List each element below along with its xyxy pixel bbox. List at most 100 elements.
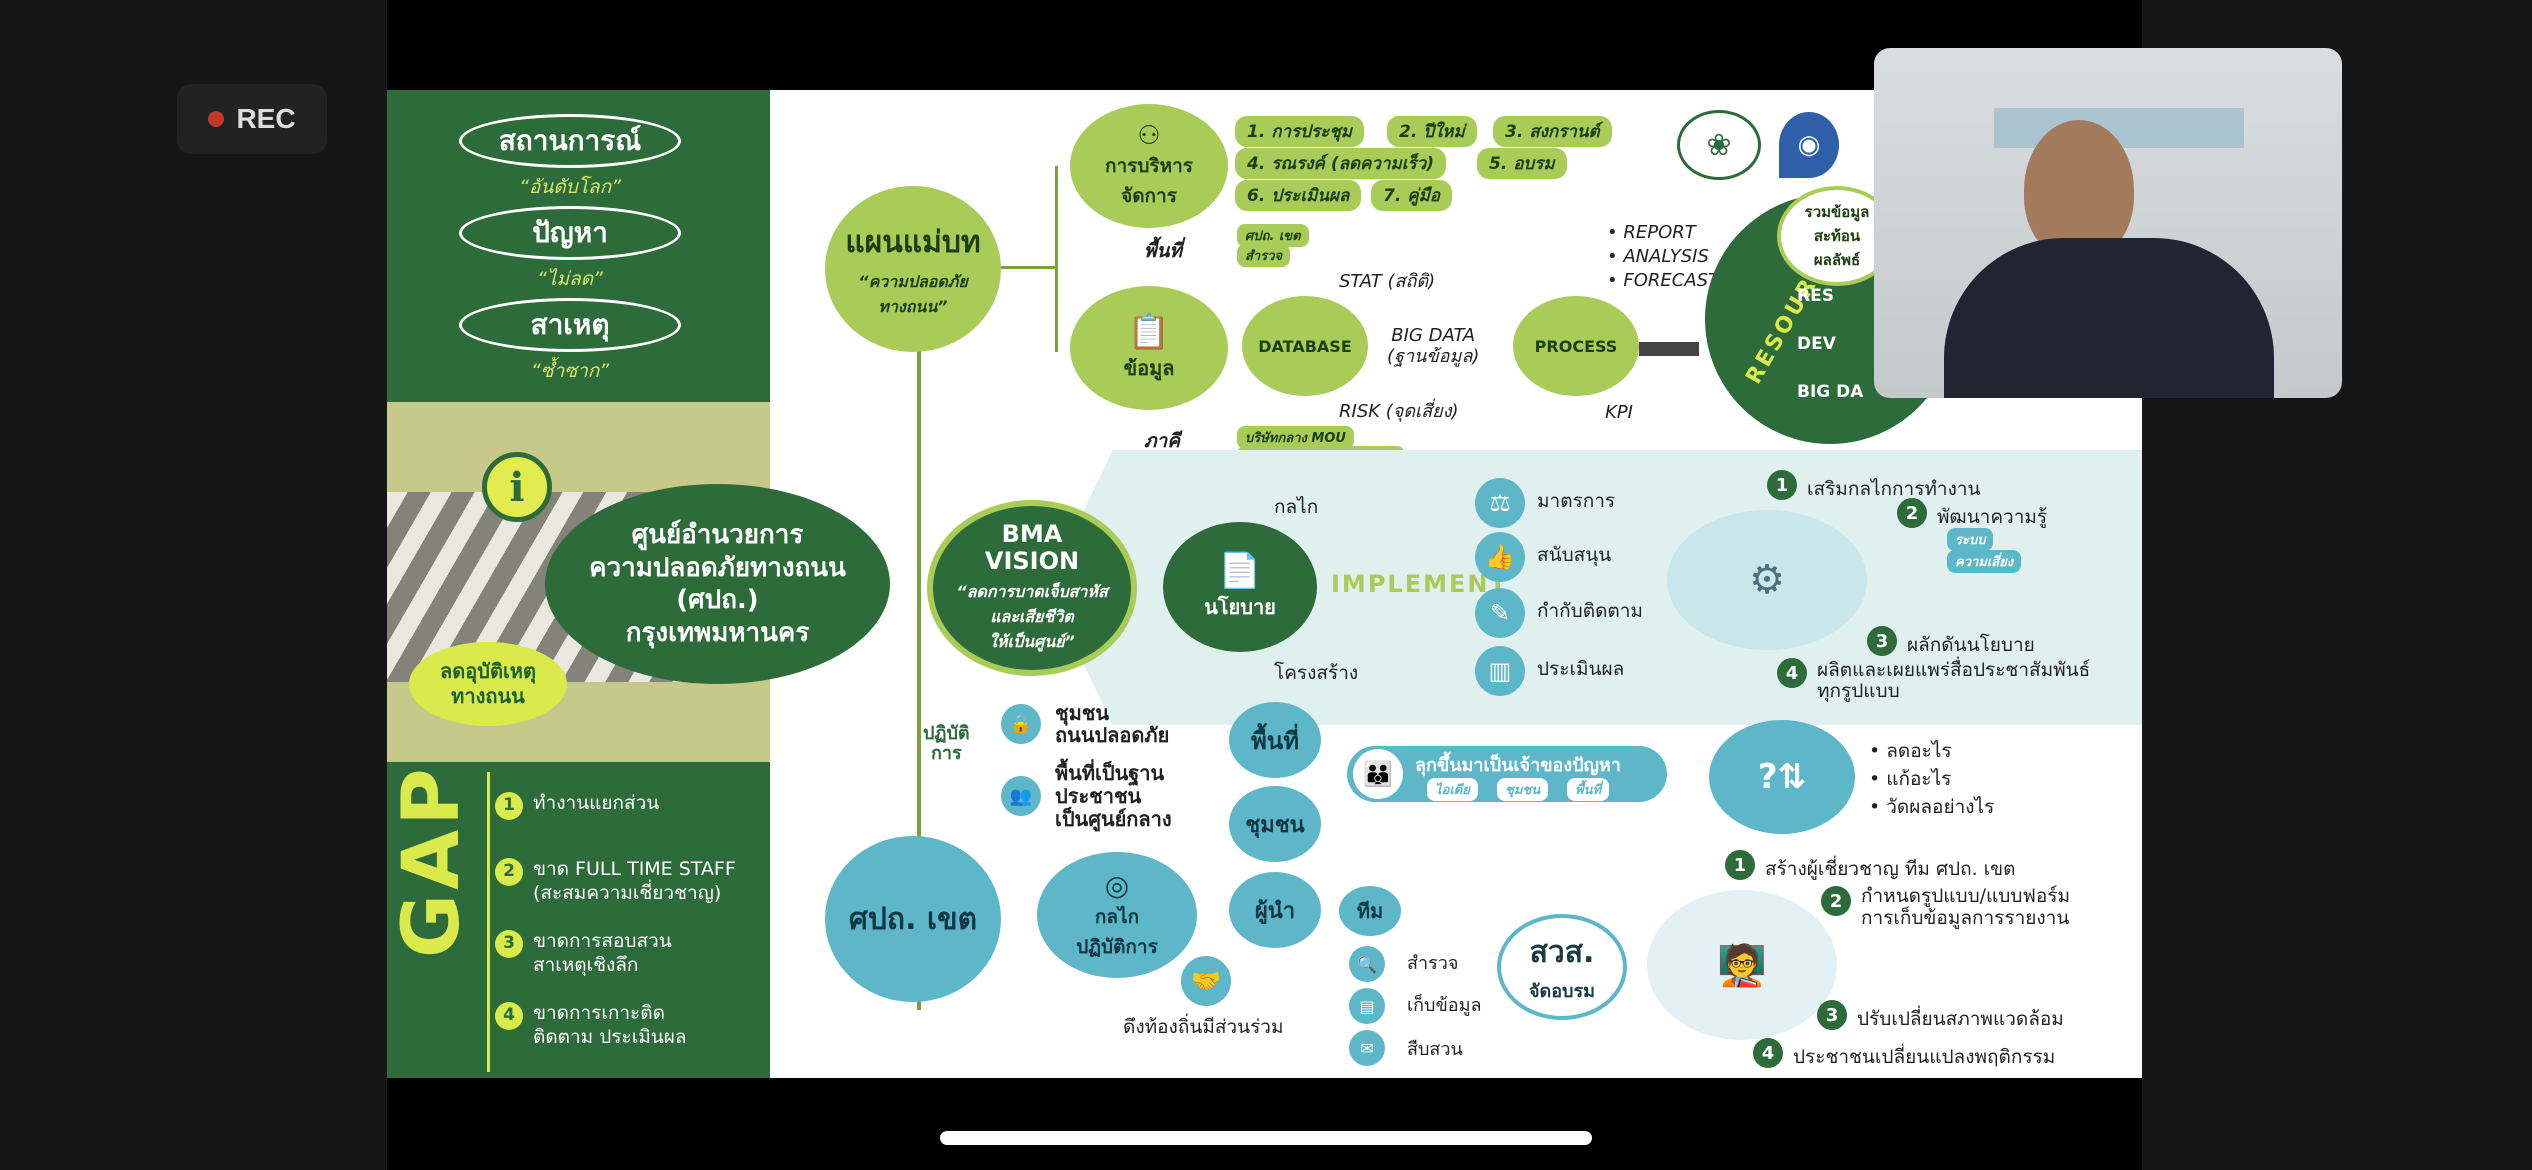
shared-presentation-slide: สถานการณ์ “อันดับโลก” ปัญหา “ไม่ลด” สาเห… [387,90,2142,1078]
partner-label: ภาคี [1144,430,1180,452]
cause-sub: “ซ้ำซาก” [530,360,610,382]
database-node: DATABASE [1242,296,1368,396]
process-item: • REPORT [1607,222,1696,243]
training-number: 4 [1753,1038,1783,1068]
bma-seal-icon: ❀ [1677,110,1761,180]
knowledge-tag: ความเสี่ยง [1947,550,2022,573]
camera-icon: ◎ [1104,868,1130,902]
mgmt-tag: 5. อบรม [1477,148,1567,179]
recording-indicator[interactable]: REC [177,84,327,154]
problem-sub: “ไม่ลด” [537,268,603,290]
training-number: 2 [1821,886,1851,916]
outcome-text: ผลักดันนโยบาย [1907,634,2035,656]
ownership-bar: 👪 ลุกขึ้นมาเป็นเจ้าของปัญหา ไอเดีย ชุมชน… [1347,746,1667,802]
gap-item: 2 ขาด FULL TIME STAFF (สะสมความเชี่ยวชาญ… [495,858,736,906]
people-group-icon: 👪 [1353,749,1403,799]
stat-label: STAT (สถิติ) [1339,271,1436,292]
mgmt-tag: 6. ประเมินผล [1235,180,1362,211]
participant-video-tile[interactable] [1874,48,2342,398]
ownership-tag: พื้นที่ [1567,778,1610,801]
training-text: ประชาชนเปลี่ยนแปลงพฤติกรรม [1793,1046,2056,1068]
mgmt-tag: 3. สงกรานต์ [1493,116,1612,147]
participant-body [1944,238,2274,398]
kpi-label: KPI [1605,402,1633,423]
measure-label: สนับสนุน [1537,544,1612,566]
area-node: พื้นที่ [1229,702,1321,778]
accident-report-icon: 📋 [1127,312,1171,352]
home-indicator[interactable] [940,1131,1592,1145]
resource-item: DEV [1797,334,1836,354]
bar-chart-icon: ▥ [1475,646,1525,696]
mgmt-tag: 2. ปีใหม่ [1387,116,1477,147]
outcome-number: 1 [1767,470,1797,500]
question-arrows-icon: ?⇅ [1709,720,1855,834]
process-item: • FORECAST [1607,270,1720,291]
handshake-icon: 🤝 [1181,956,1231,1006]
monitor-icon: ✎ [1475,588,1525,638]
area-base-label: พื้นที่เป็นฐาน ประชาชน เป็นศูนย์กลาง [1055,761,1172,831]
training-text: ปรับเปลี่ยนสภาพแวดล้อม [1857,1008,2064,1030]
question-item: • ลดอะไร [1869,740,1952,762]
trunk-line [917,250,921,1010]
center-title-bubble: ศูนย์อำนวยการ ความปลอดภัยทางถนน (ศปถ.) ก… [545,484,890,684]
management-node: ⚇ การบริหาร จัดการ [1070,104,1228,228]
risk-label: RISK (จุดเสี่ยง) [1339,401,1459,422]
outcome-text: เสริมกลไกการทำงาน [1807,478,1981,500]
location-logo-icon: ◉ [1779,112,1839,178]
data-node: 📋 ข้อมูล [1070,286,1228,410]
policy-node: 📄 นโยบาย [1163,522,1317,652]
training-text: กำหนดรูปแบบ/แบบฟอร์ม การเก็บข้อมูลการราย… [1861,885,2071,929]
connector [1001,266,1057,269]
lock-icon: 🔒 [1001,704,1041,744]
reduce-accidents-bubble: ลดอุบัติเหตุ ทางถนน [409,642,567,726]
outcome-text: พัฒนาความรู้ [1937,506,2048,528]
mgmt-tag: 1. การประชุม [1235,116,1364,147]
problem-pill: ปัญหา [459,206,681,260]
process-item: • ANALYSIS [1607,246,1709,267]
training-number: 1 [1725,850,1755,880]
situation-pill: สถานการณ์ [459,114,681,168]
training-illustration: 🧑‍🏫 [1647,890,1837,1040]
policy-document-icon: 📄 [1218,551,1262,591]
gap-item: 4 ขาดการเกาะติด ติดตาม ประเมินผล [495,1002,687,1050]
district-node: ศปถ. เขต [825,836,1001,1002]
team-meeting-illustration: ⚙ [1667,510,1867,650]
team-item: สำรวจ [1407,953,1459,974]
info-icon: i [482,452,552,522]
investigate-icon: ✉ [1349,1030,1385,1066]
team-node: ทีม [1339,886,1401,936]
survey-icon: 🔍 [1349,946,1385,982]
measure-label: ประเมินผล [1537,658,1625,680]
cause-pill: สาเหตุ [459,298,681,352]
people-network-icon: ⚇ [1137,121,1161,151]
gap-item: 1 ทำงานแยกส่วน [495,792,659,820]
structure-label: โครงสร้าง [1274,662,1359,684]
pipe-connector [1639,342,1699,356]
ownership-tag: ชุมชน [1497,778,1549,801]
mgmt-tag: 4. รณรงค์ (ลดความเร็ว) [1235,148,1446,179]
mechanism-label: กลไก [1274,496,1319,518]
center-title-line: ความปลอดภัยทางถนน [589,552,846,583]
center-title-line: (ศปถ.) [676,585,759,615]
measure-label: กำกับติดตาม [1537,600,1643,622]
leader-node: ผู้นำ [1229,872,1321,948]
question-item: • แก้อะไร [1869,768,1952,790]
master-plan-node: แผนแม่บท “ความปลอดภัย ทางถนน” [825,186,1001,352]
sos-node: สวส. จัดอบรม [1497,914,1627,1020]
ownership-label: ลุกขึ้นมาเป็นเจ้าของปัญหา [1415,755,1621,776]
situation-sub: “อันดับโลก” [519,176,621,198]
center-title-line: กรุงเทพมหานคร [625,617,810,648]
mgmt-tag: 7. คู่มือ [1371,180,1452,211]
ownership-tag: ไอเดีย [1427,778,1478,801]
operations-node: ◎ กลไก ปฏิบัติการ [1037,852,1197,978]
process-node: PROCESS [1513,296,1639,396]
gap-section: GAP 1 ทำงานแยกส่วน 2 ขาด FULL TIME STAFF… [387,762,770,1078]
training-text: สร้างผู้เชี่ยวชาญ ทีม ศปถ. เขต [1765,858,2016,880]
knowledge-tag: ระบบ [1947,528,1994,551]
bigdata-label: BIG DATA (ฐานข้อมูล) [1387,325,1480,367]
participation-label: ดึงท้องถิ่นมีส่วนร่วม [1123,1016,1284,1038]
thumbs-up-icon: 👍 [1475,532,1525,582]
area-tag: ศปถ. เขต [1237,224,1309,247]
gap-title: GAP [387,764,477,958]
team-item: เก็บข้อมูล [1407,995,1482,1016]
